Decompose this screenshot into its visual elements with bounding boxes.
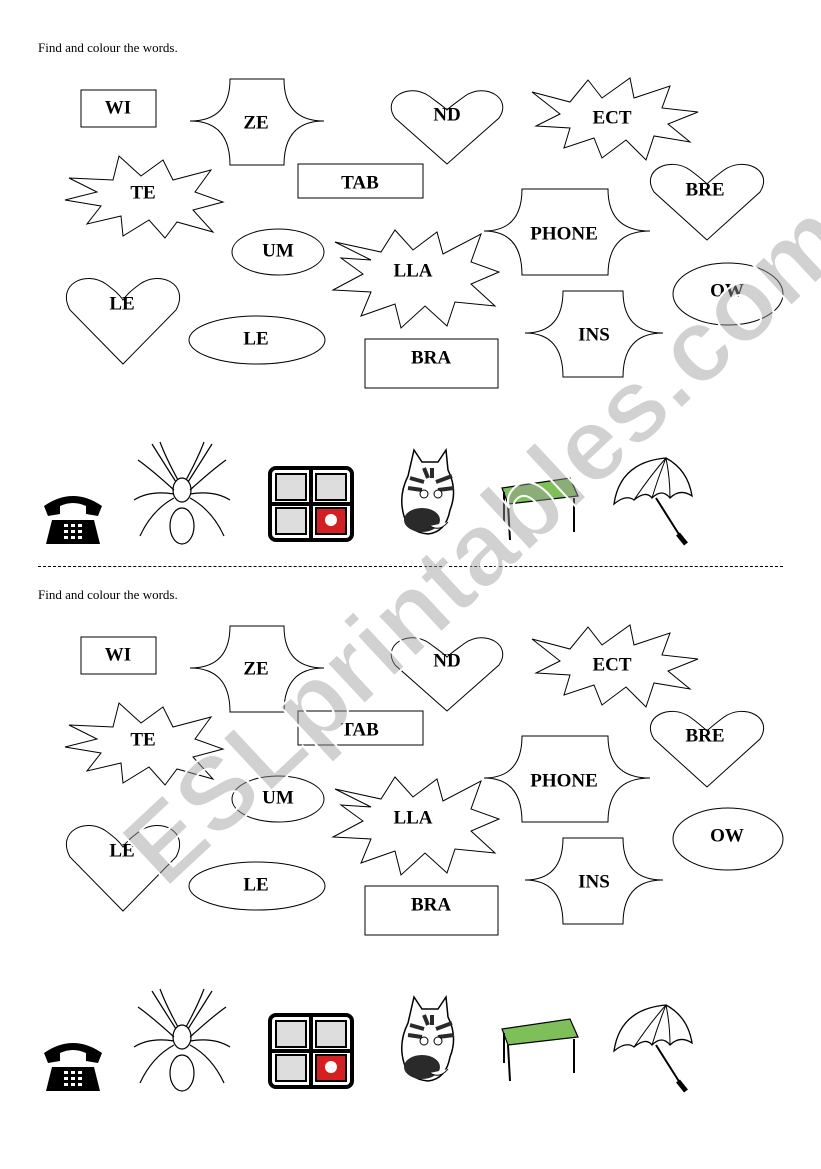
zebra-icon <box>401 447 455 535</box>
rectangle-shape <box>297 710 424 746</box>
plaque-shape <box>189 78 325 166</box>
word-piece: LE <box>243 874 269 896</box>
burst-shape <box>331 229 501 329</box>
word-piece: UM <box>262 787 294 809</box>
word-piece: TAB <box>341 172 379 194</box>
word-piece: TE <box>130 182 156 204</box>
word-piece: PHONE <box>530 770 598 792</box>
word-piece: BRE <box>685 725 725 747</box>
ellipse-shape <box>188 315 326 365</box>
rectangle-shape <box>364 338 499 389</box>
ellipse-shape <box>231 228 325 276</box>
ellipse-shape <box>672 262 784 326</box>
rectangle-shape <box>80 89 157 128</box>
plaque-shape <box>524 837 664 925</box>
ellipse-shape <box>231 775 325 823</box>
word-piece: LLA <box>393 807 433 829</box>
word-piece: INS <box>578 871 610 893</box>
word-piece: WI <box>104 97 132 119</box>
instruction: Find and colour the words. <box>38 40 178 55</box>
spider-icon <box>133 441 231 545</box>
burst-shape <box>531 624 699 708</box>
worksheet-top: Find and colour the words. WI ZE ND ECT … <box>0 0 821 546</box>
burst-shape <box>531 77 699 161</box>
heart-shape <box>390 90 504 165</box>
rectangle-shape <box>297 163 424 199</box>
word-piece: BRA <box>410 347 452 369</box>
telephone-icon <box>44 1043 102 1091</box>
word-piece: UM <box>262 240 294 262</box>
word-piece: LE <box>109 840 135 862</box>
word-piece: OW <box>710 825 744 847</box>
word-piece: ND <box>433 650 461 672</box>
word-piece: ND <box>433 104 461 126</box>
spider-icon <box>133 988 231 1092</box>
umbrella-icon <box>613 457 693 546</box>
rectangle-shape <box>364 885 499 936</box>
ellipse-shape <box>188 861 326 911</box>
zebra-icon <box>401 994 455 1082</box>
word-piece: TE <box>130 729 156 751</box>
burst-shape <box>64 702 225 786</box>
word-piece: LE <box>109 293 135 315</box>
word-piece: PHONE <box>530 223 598 245</box>
plaque-shape <box>483 188 651 276</box>
plaque-shape <box>524 290 664 378</box>
word-piece: ECT <box>592 654 632 676</box>
word-piece: INS <box>578 324 610 346</box>
heart-shape <box>65 825 181 912</box>
cut-line <box>38 566 783 567</box>
word-piece: LE <box>243 328 269 350</box>
ellipse-shape <box>672 807 784 871</box>
word-piece: WI <box>104 644 132 666</box>
rectangle-shape <box>80 636 157 675</box>
heart-shape <box>649 163 765 241</box>
worksheet-bottom: Find and colour the words. WI ZE ND ECT … <box>0 547 821 1093</box>
telephone-icon <box>44 496 102 544</box>
word-piece: OW <box>710 280 744 302</box>
word-piece: BRA <box>410 894 452 916</box>
word-piece: TAB <box>341 719 379 741</box>
window-icon <box>268 466 354 542</box>
burst-shape <box>331 776 501 876</box>
burst-shape <box>64 155 225 239</box>
plaque-shape <box>189 625 325 713</box>
word-piece: LLA <box>393 260 433 282</box>
table-icon <box>501 477 579 541</box>
instruction: Find and colour the words. <box>38 587 178 602</box>
word-piece: ZE <box>243 112 269 134</box>
window-icon <box>268 1013 354 1089</box>
heart-shape <box>65 278 181 365</box>
umbrella-icon <box>613 1004 693 1093</box>
table-icon <box>501 1018 579 1082</box>
word-piece: ZE <box>243 658 269 680</box>
word-piece: BRE <box>685 179 725 201</box>
heart-shape <box>390 637 504 712</box>
heart-shape <box>649 710 765 788</box>
plaque-shape <box>483 735 651 823</box>
word-piece: ECT <box>592 107 632 129</box>
